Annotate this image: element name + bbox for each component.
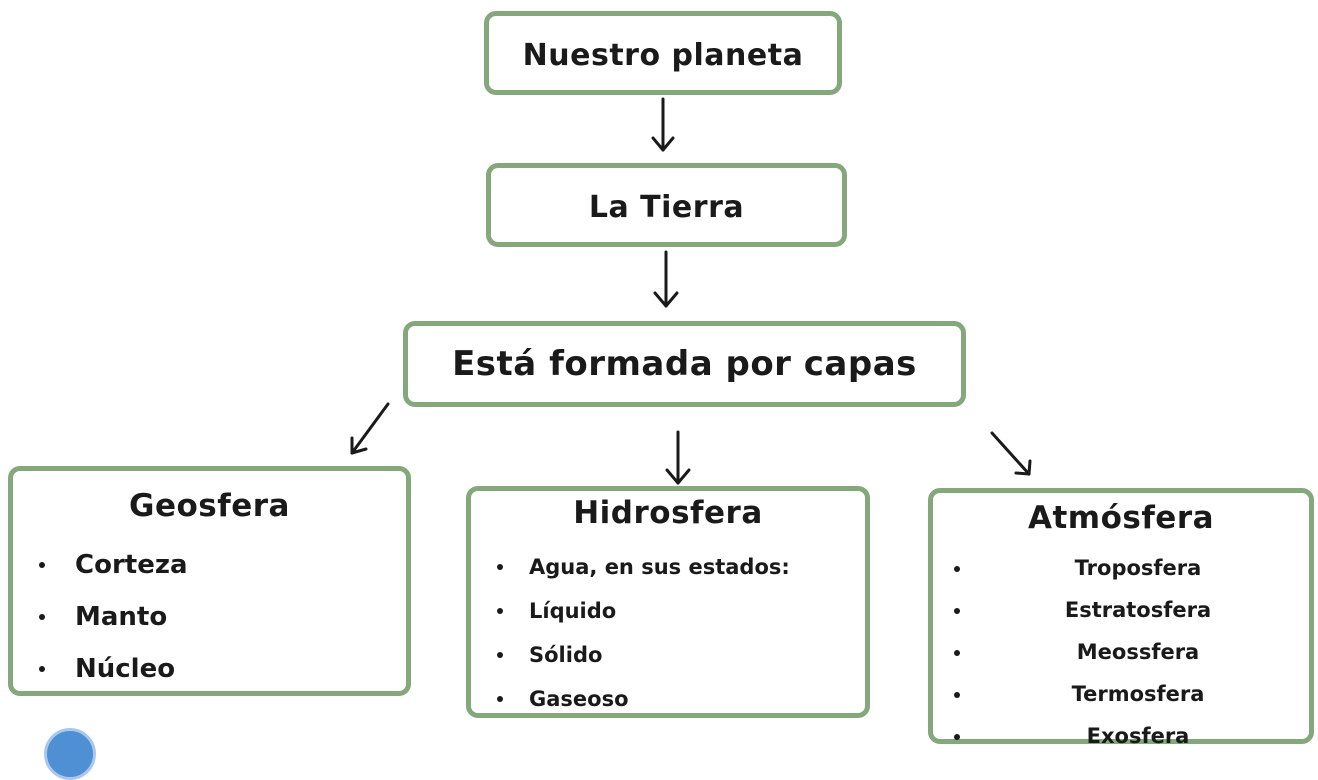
list-item: Exosfera <box>948 719 1298 761</box>
node-nuestro-planeta: Nuestro planeta <box>484 11 842 95</box>
list-item: Núcleo <box>39 649 188 701</box>
list-item-label: Manto <box>75 602 168 632</box>
node-geosfera: Geosfera Corteza Manto Núcleo <box>8 466 411 696</box>
list-item-label: Gaseoso <box>529 687 629 711</box>
geosfera-list: Corteza Manto Núcleo <box>39 545 188 701</box>
node-formada-por-capas: Está formada por capas <box>403 321 966 407</box>
node-title: Geosfera <box>129 488 290 524</box>
node-title: Está formada por capas <box>452 344 917 384</box>
hidrosfera-list: Agua, en sus estados: Líquido Sólido Gas… <box>497 549 790 725</box>
list-item-label: Corteza <box>75 550 188 580</box>
list-item: Termosfera <box>948 677 1298 719</box>
node-la-tierra: La Tierra <box>486 163 847 247</box>
list-item-label: Núcleo <box>75 654 176 684</box>
arrow-nuestro-to-tierra <box>651 97 675 152</box>
bullet-icon <box>39 666 45 672</box>
bullet-icon <box>497 696 503 702</box>
list-item: Meossfera <box>948 635 1298 677</box>
bullet-icon <box>497 608 503 614</box>
list-item: Agua, en sus estados: <box>497 549 790 593</box>
bullet-icon <box>954 650 960 656</box>
list-item: Gaseoso <box>497 681 790 725</box>
arrow-capas-to-geosfera <box>350 402 390 455</box>
bullet-icon <box>39 614 45 620</box>
arrow-tierra-to-capas <box>653 250 679 308</box>
node-atmosfera: Atmósfera Troposfera Estratosfera Meossf… <box>928 488 1314 748</box>
list-item-label: Termosfera <box>1071 682 1205 706</box>
node-hidrosfera: Hidrosfera Agua, en sus estados: Líquido… <box>466 486 870 718</box>
connector-arrows <box>350 97 1032 485</box>
list-item-label: Exosfera <box>1086 724 1190 748</box>
circle-badge-icon[interactable] <box>44 728 96 780</box>
bullet-icon <box>497 652 503 658</box>
node-title: Atmósfera <box>1027 500 1215 536</box>
arrow-capas-to-atmosfera <box>990 431 1032 476</box>
list-item-label: Troposfera <box>1074 556 1202 580</box>
list-item-label: Agua, en sus estados: <box>529 555 790 579</box>
bullet-icon <box>954 692 960 698</box>
node-title: Hidrosfera <box>573 495 763 531</box>
bullet-icon <box>954 608 960 614</box>
list-item-label: Meossfera <box>1076 640 1200 664</box>
list-item-label: Estratosfera <box>1064 598 1212 622</box>
node-title: La Tierra <box>588 190 745 225</box>
atmosfera-list: Troposfera Estratosfera Meossfera Termos… <box>948 551 1298 761</box>
bullet-icon <box>497 564 503 570</box>
list-item: Manto <box>39 597 188 649</box>
list-item: Corteza <box>39 545 188 597</box>
list-item: Troposfera <box>948 551 1298 593</box>
list-item: Líquido <box>497 593 790 637</box>
list-item: Sólido <box>497 637 790 681</box>
list-item-label: Sólido <box>529 643 603 667</box>
list-item-label: Líquido <box>529 599 617 623</box>
list-item: Estratosfera <box>948 593 1298 635</box>
arrow-capas-to-hidrosfera <box>665 430 691 485</box>
bullet-icon <box>39 562 45 568</box>
bullet-icon <box>954 566 960 572</box>
node-title: Nuestro planeta <box>522 38 804 73</box>
bullet-icon <box>954 734 960 740</box>
